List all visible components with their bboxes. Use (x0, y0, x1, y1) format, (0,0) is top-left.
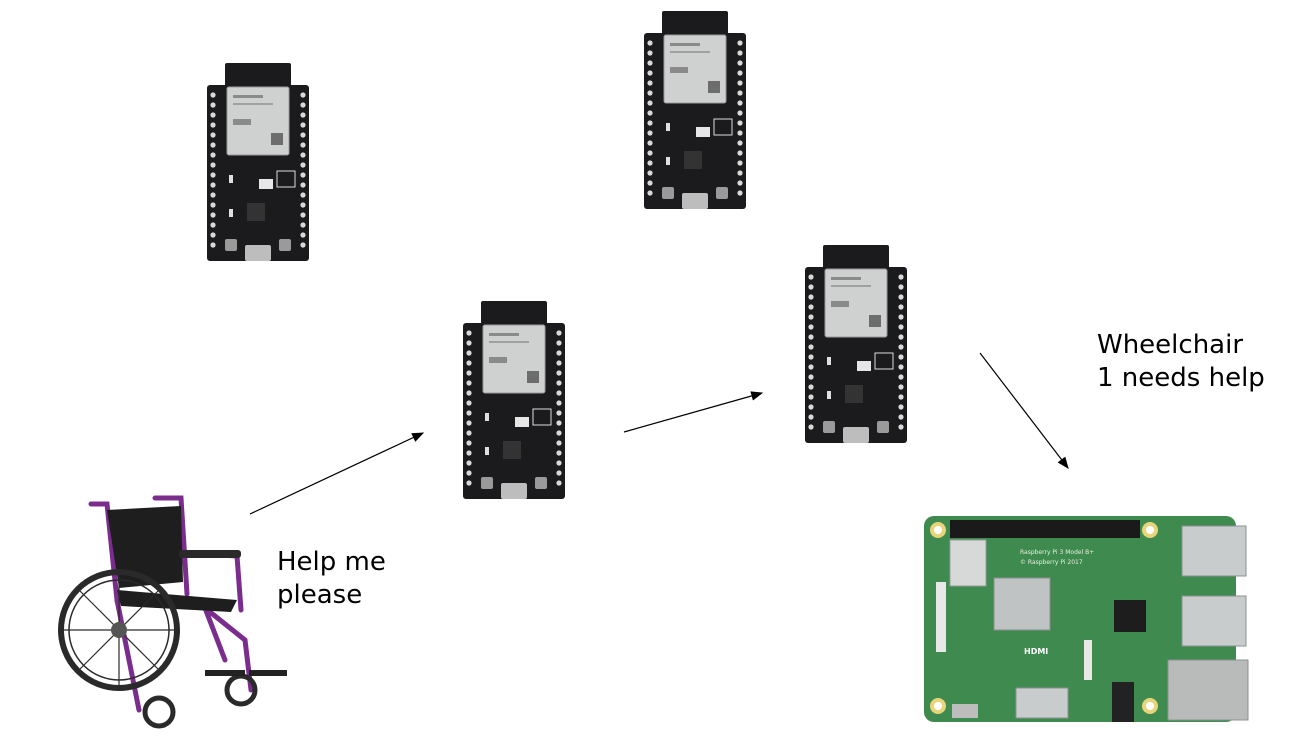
arrow-node2-to-node4 (623, 391, 764, 433)
arrow-wheelchair-to-node2 (249, 432, 425, 515)
wheelchair-icon (58, 495, 287, 729)
esp32-node-2 (463, 301, 566, 500)
esp32-node-3 (644, 11, 747, 210)
rpi-brand-label: Raspberry Pi 3 Model B+ (1020, 549, 1094, 556)
raspberry-pi-board: HDMI Raspberry Pi 3 Model B+ © Raspberry… (924, 516, 1249, 722)
esp32-node-1 (207, 63, 310, 262)
rpi-hdmi-label: HDMI (1024, 647, 1048, 656)
esp32-node-4 (805, 245, 908, 444)
rpi-copyright-label: © Raspberry Pi 2017 (1020, 559, 1083, 566)
arrow-node4-to-raspberry-pi (979, 352, 1069, 469)
gateway-message-label: Wheelchair 1 needs help (1097, 330, 1265, 393)
help-request-label: Help me please (277, 547, 386, 610)
